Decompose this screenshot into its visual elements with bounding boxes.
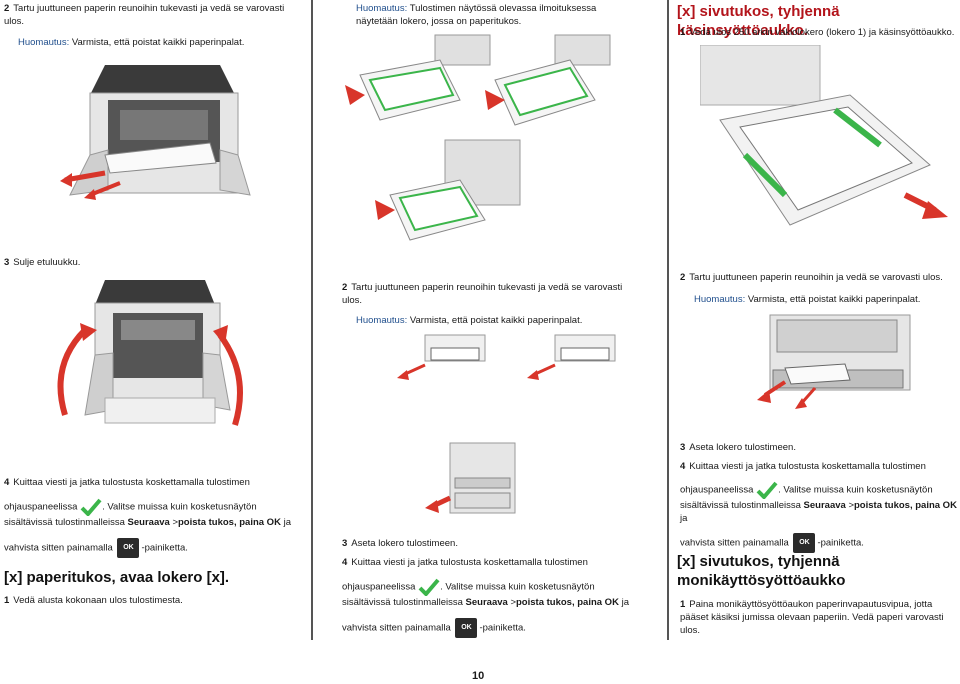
col2-step2-note: Huomautus: Varmista, että poistat kaikki… [356,315,583,326]
ok-button-icon: OK [793,533,816,553]
checkmark-icon [80,498,102,516]
printer-jam-removal-illustration [60,65,251,200]
col1-step2-note: Huomautus: Varmista, että poistat kaikki… [18,37,245,48]
checkmark-icon [418,578,440,596]
tray-guides-illustration [345,34,611,241]
col3-heading-1: [x] sivutukos, tyhjennä käsinsyöttöaukko… [677,3,840,39]
col1-section-heading: [x] paperitukos, avaa lokero [x]. [4,569,230,586]
tray-paper-removal-illustration [397,334,616,380]
checkmark-icon [756,481,778,499]
insert-tray-illustration [425,442,516,514]
manual-feeder-paper-removal-illustration [757,314,911,409]
col3-step2-note: Huomautus: Varmista, että poistat kaikki… [694,294,921,305]
column-divider-left [311,0,313,640]
col2-note: Huomautus: Tulostimen näytössä olevassa … [356,3,597,27]
tray1-pull-out-illustration [700,45,948,226]
column-divider-right [667,0,669,640]
page-number: 10 [472,670,485,682]
col3-heading-2: [x] sivutukos, tyhjennä monikäyttösyöttö… [677,553,846,589]
ok-button-icon: OK [117,538,140,558]
ok-button-icon: OK [455,618,478,638]
close-front-door-illustration [57,280,243,426]
